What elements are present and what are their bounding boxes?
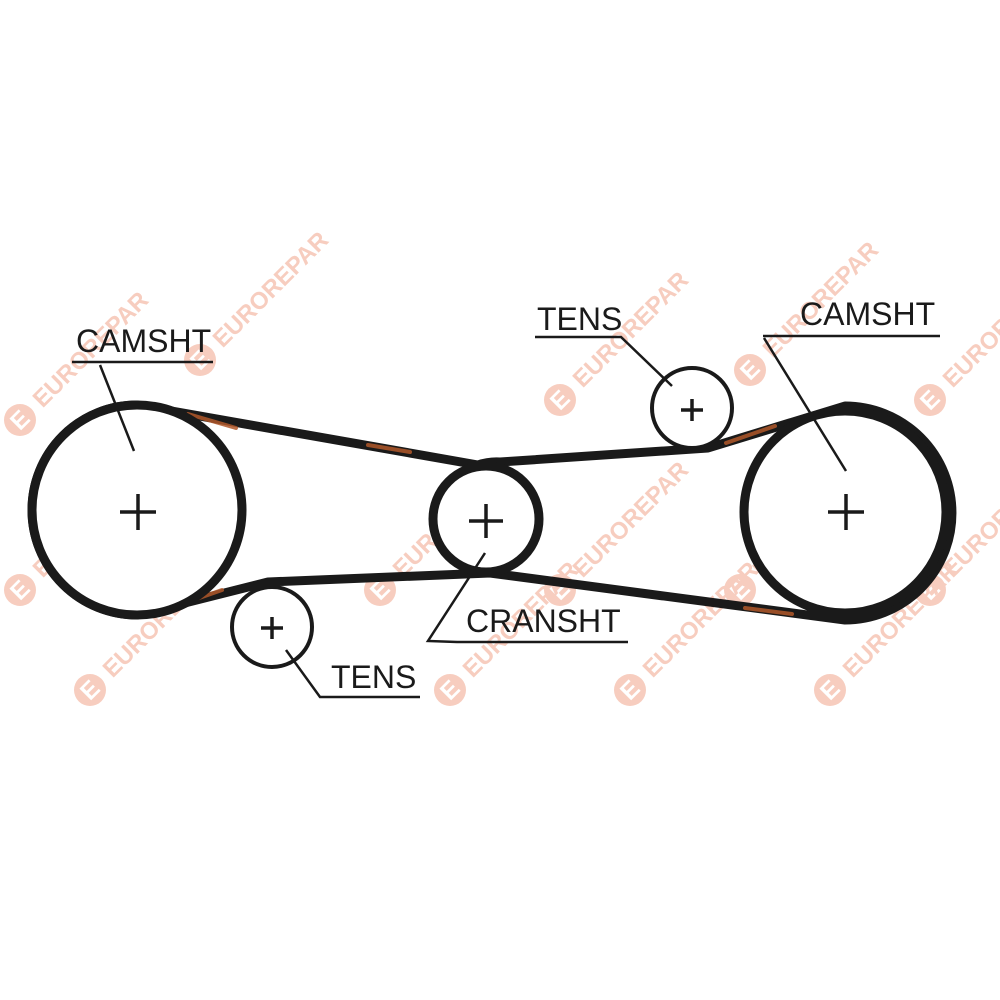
belt-highlight [186,412,238,430]
tensioner-bottom-label: TENS [331,659,416,695]
crankshaft-pulley [428,461,544,577]
bottom-tensioner-pulley [230,585,314,669]
crankshaft-leader [425,552,628,644]
camshaft-left-label: CAMSHT [76,323,211,359]
tensioner-top-label: TENS [537,301,622,337]
svg-text:EUROREPAR: EUROREPAR [938,267,1000,393]
camshaft-right-label: CAMSHT [800,296,935,332]
svg-text:EUROREPAR: EUROREPAR [208,227,334,353]
belt-highlight [743,606,794,616]
camshaft-left-leader [72,360,213,452]
top-tensioner-pulley [650,366,734,450]
svg-text:EUROREPAR: EUROREPAR [568,457,694,583]
left-camshaft-pulley [27,400,247,620]
right-camshaft-pulley [739,406,951,618]
belt-highlight [724,424,777,445]
svg-text:EUROREPAR: EUROREPAR [638,557,764,683]
crankshaft-label: CRANSHT [466,603,621,639]
tensioner-top-leader [535,335,673,387]
tensioner-bottom-leader [284,649,420,699]
belt-highlight [366,443,412,454]
camshaft-right-leader [762,334,940,472]
